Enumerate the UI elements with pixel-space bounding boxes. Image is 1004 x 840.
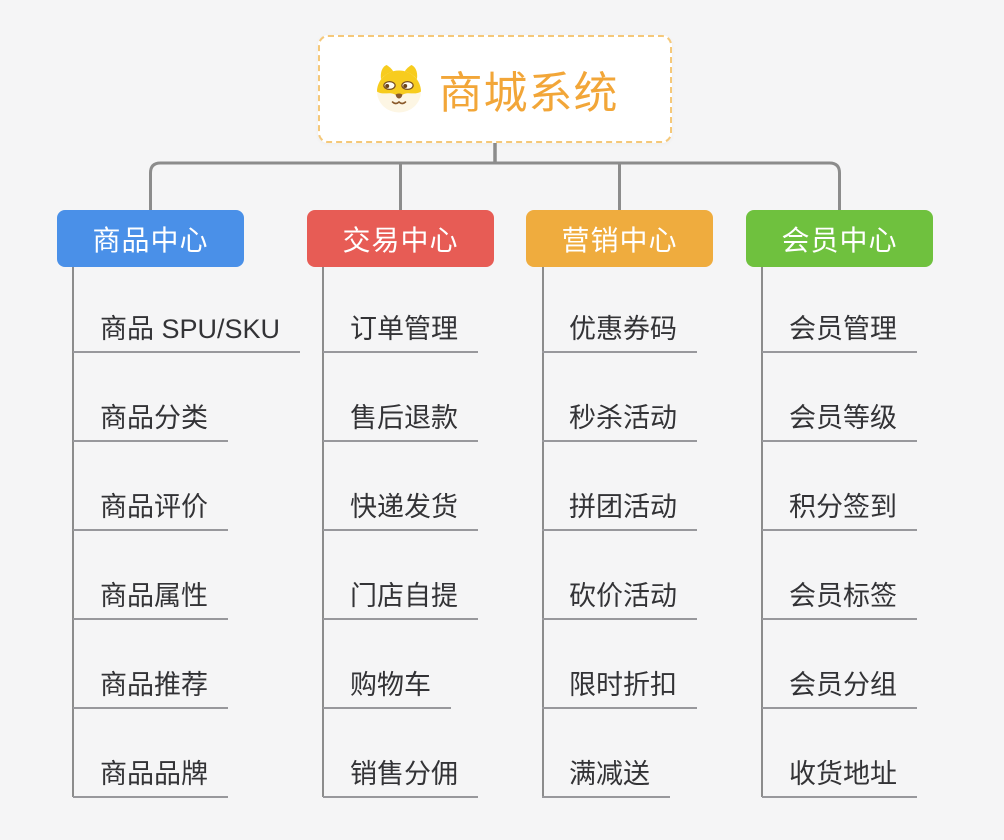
child-topic[interactable]: 商品品牌 <box>73 752 228 798</box>
branch-node[interactable]: 营销中心 <box>526 210 713 267</box>
branch-label: 营销中心 <box>561 224 678 256</box>
branch-label: 交易中心 <box>342 224 459 256</box>
child-topic[interactable]: 订单管理 <box>323 307 478 353</box>
child-topic[interactable]: 优惠券码 <box>542 307 697 353</box>
shiba-dog-icon <box>376 65 421 113</box>
child-topic[interactable]: 商品 SPU/SKU <box>73 307 301 353</box>
child-topic[interactable]: 售后退款 <box>323 396 478 442</box>
child-topic[interactable]: 商品评价 <box>73 485 228 531</box>
branch-children: 优惠券码 秒杀活动 拼团活动 砍价活动 限时折扣 满减送 <box>542 307 697 798</box>
child-topic[interactable]: 积分签到 <box>762 485 917 531</box>
child-topic[interactable]: 门店自提 <box>323 574 478 620</box>
child-topic[interactable]: 商品分类 <box>73 396 228 442</box>
root-title: 商城系统 <box>438 69 619 118</box>
child-topic[interactable]: 会员管理 <box>762 307 917 353</box>
root-node[interactable]: 商城系统 <box>318 35 672 143</box>
child-topic[interactable]: 销售分佣 <box>323 752 478 798</box>
child-topic[interactable]: 商品属性 <box>73 574 228 620</box>
child-topic[interactable]: 限时折扣 <box>542 663 697 709</box>
child-topic[interactable]: 快递发货 <box>323 485 478 531</box>
branch-node[interactable]: 商品中心 <box>57 210 244 267</box>
child-topic[interactable]: 拼团活动 <box>542 485 697 531</box>
branch-bus-line <box>149 161 841 210</box>
branch-children: 会员管理 会员等级 积分签到 会员标签 会员分组 收货地址 <box>762 307 917 798</box>
child-topic[interactable]: 会员分组 <box>762 663 917 709</box>
child-topic[interactable]: 砍价活动 <box>542 574 697 620</box>
branch-node[interactable]: 交易中心 <box>307 210 494 267</box>
child-topic[interactable]: 会员标签 <box>762 574 917 620</box>
branch-label: 会员中心 <box>781 224 898 256</box>
child-topic[interactable]: 满减送 <box>542 752 670 798</box>
child-topic[interactable]: 会员等级 <box>762 396 917 442</box>
child-topic[interactable]: 商品推荐 <box>73 663 228 709</box>
branch-label: 商品中心 <box>92 224 209 256</box>
child-topic[interactable]: 收货地址 <box>762 752 917 798</box>
branch-children: 订单管理 售后退款 快递发货 门店自提 购物车 销售分佣 <box>323 307 478 798</box>
branch-node[interactable]: 会员中心 <box>746 210 933 267</box>
child-topic[interactable]: 秒杀活动 <box>542 396 697 442</box>
child-topic[interactable]: 购物车 <box>323 663 451 709</box>
branch-children: 商品 SPU/SKU 商品分类 商品评价 商品属性 商品推荐 商品品牌 <box>73 307 301 798</box>
